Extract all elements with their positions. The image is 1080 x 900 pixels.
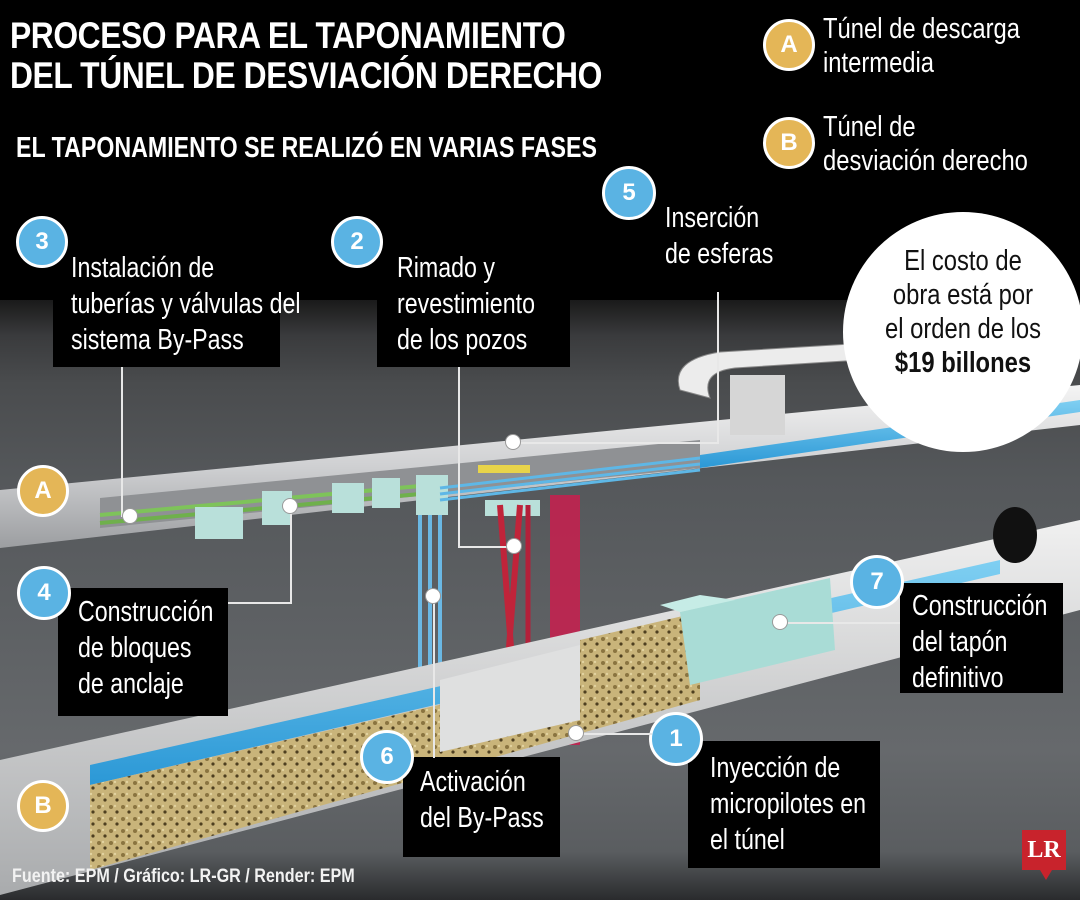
step-1-leader: [582, 733, 652, 735]
legend-label-a: Túnel de descarga intermedia: [823, 12, 1020, 80]
step-4-box: [58, 588, 228, 716]
cost-line-1: El costo de: [904, 245, 1022, 277]
step-1-label: Inyección de micropilotes en el túnel: [710, 750, 866, 858]
step-1-marker: [568, 725, 584, 741]
step-4-leader: [290, 506, 292, 604]
step-4-line-3: de anclaje: [78, 668, 184, 700]
step-2-line-2: revestimiento: [397, 288, 535, 320]
step-7-box: [900, 583, 1063, 693]
step-3-badge: 3: [16, 216, 68, 268]
lr-logo: LR: [1022, 830, 1066, 870]
step-6-line-1: Activación: [420, 766, 526, 798]
subtitle: EL TAPONAMIENTO SE REALIZÓ EN VARIAS FAS…: [16, 132, 597, 164]
tunnel-a-marker: A: [17, 465, 69, 517]
step-5-box: [660, 190, 780, 290]
step-4-badge: 4: [17, 566, 71, 620]
title-line-1: PROCESO PARA EL TAPONAMIENTO: [10, 15, 566, 56]
step-2-line-3: de los pozos: [397, 324, 528, 356]
step-7-line-3: definitivo: [912, 662, 1004, 694]
legend-badge-a: A: [763, 19, 815, 71]
step-4-leader-h: [228, 602, 292, 604]
step-7-leader: [788, 622, 900, 624]
legend-b-line-1: Túnel de: [823, 111, 916, 143]
step-4-line-1: Construcción: [78, 596, 214, 628]
step-7-line-1: Construcción: [912, 590, 1048, 622]
page-title: PROCESO PARA EL TAPONAMIENTO DEL TÚNEL D…: [10, 16, 602, 96]
step-4-line-2: de bloques: [78, 632, 192, 664]
step-3-line-3: sistema By-Pass: [71, 324, 244, 356]
step-5-line-2: de esferas: [665, 238, 774, 270]
legend-a-line-1: Túnel de descarga: [823, 13, 1020, 45]
lr-logo-tail: [1040, 870, 1052, 880]
step-1-box: [688, 741, 880, 868]
step-3-box: [53, 245, 280, 367]
cost-line-2: obra está por: [892, 279, 1034, 311]
step-5-leader-h: [516, 442, 719, 444]
step-2-leader-h: [458, 546, 514, 548]
step-6-line-2: del By-Pass: [420, 802, 544, 834]
step-5-leader: [717, 292, 719, 442]
legend-label-b: Túnel de desviación derecho: [823, 110, 1028, 178]
step-3-line-2: tuberías y válvulas del: [71, 288, 301, 320]
source-credit: Fuente: EPM / Gráfico: LR-GR / Render: E…: [12, 866, 355, 887]
step-2-badge: 2: [331, 216, 383, 268]
step-5-marker: [505, 434, 521, 450]
legend-b-line-2: desviación derecho: [823, 145, 1028, 177]
step-2-leader: [458, 367, 460, 547]
step-7-line-2: del tapón: [912, 626, 1008, 658]
step-1-line-1: Inyección de: [710, 752, 841, 784]
step-6-label: Activación del By-Pass: [420, 764, 544, 836]
cost-callout: El costo de obra está por el orden de lo…: [843, 212, 1080, 452]
step-3-line-1: Instalación de: [71, 252, 215, 284]
step-4-label: Construcción de bloques de anclaje: [78, 594, 213, 702]
step-1-line-3: el túnel: [710, 824, 785, 856]
step-1-badge: 1: [649, 712, 703, 766]
step-3-label: Instalación de tuberías y válvulas del s…: [71, 250, 301, 358]
legend-badge-b: B: [763, 117, 815, 169]
step-6-box: [403, 757, 560, 857]
cost-line-3: el orden de los: [884, 313, 1042, 345]
tunnel-b-marker: B: [17, 780, 69, 832]
step-2-box: [377, 245, 570, 367]
step-4-marker: [282, 498, 298, 514]
step-7-label: Construcción del tapón definitivo: [912, 588, 1047, 696]
step-5-label: Inserción de esferas: [665, 200, 773, 272]
step-3-leader: [121, 367, 123, 517]
cost-text: El costo de obra está por el orden de lo…: [843, 244, 1080, 380]
step-5-badge: 5: [602, 166, 656, 220]
step-7-badge: 7: [850, 555, 904, 609]
step-5-line-1: Inserción: [665, 202, 760, 234]
step-7-marker: [772, 614, 788, 630]
step-3-marker: [122, 508, 138, 524]
cost-amount: $19 billones: [894, 347, 1032, 379]
step-1-line-2: micropilotes en: [710, 788, 867, 820]
step-6-marker: [425, 588, 441, 604]
legend-a-line-2: intermedia: [823, 47, 935, 79]
title-line-2: DEL TÚNEL DE DESVIACIÓN DERECHO: [10, 55, 602, 96]
step-6-leader: [433, 598, 435, 758]
step-6-badge: 6: [360, 730, 414, 784]
step-2-marker: [506, 538, 522, 554]
step-2-line-1: Rimado y: [397, 252, 495, 284]
step-2-label: Rimado y revestimiento de los pozos: [397, 250, 535, 358]
